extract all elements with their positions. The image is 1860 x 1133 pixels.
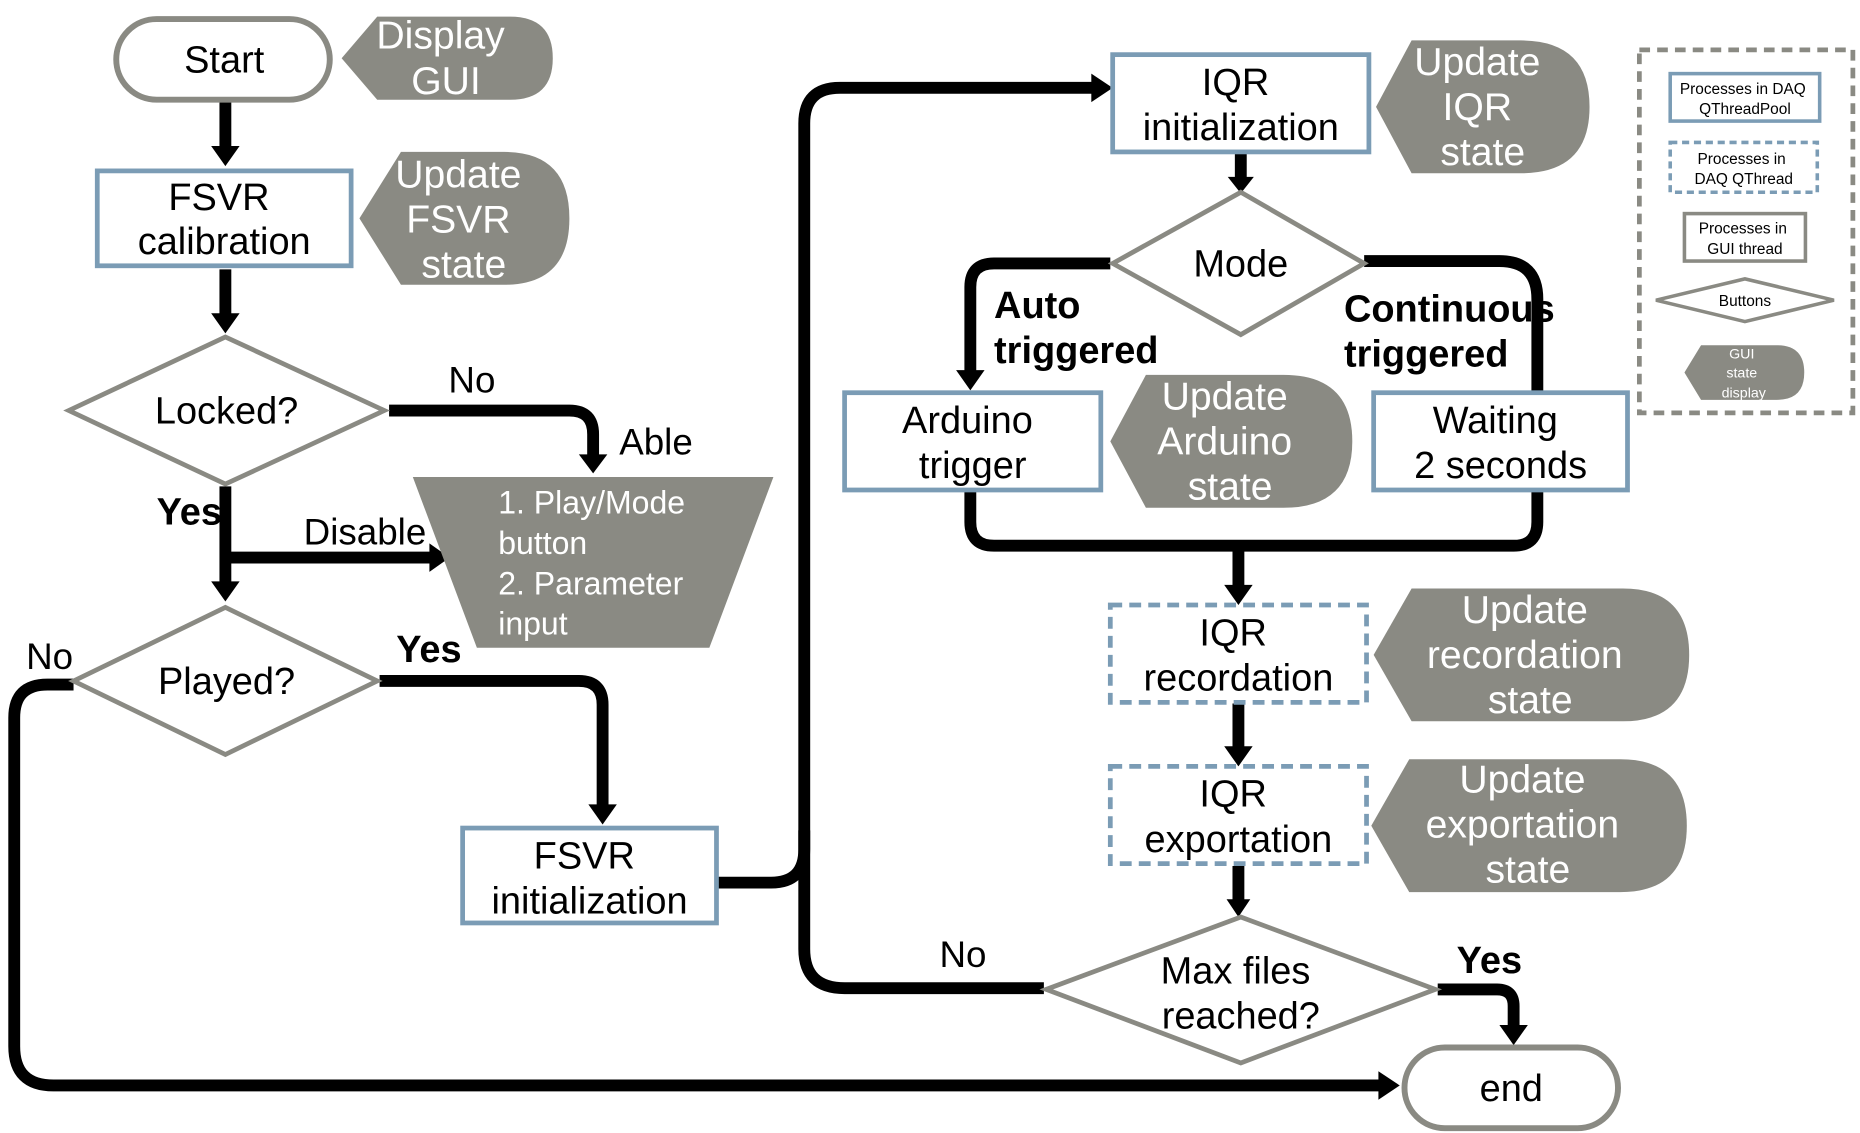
arduino-trigger-box: Arduino trigger — [842, 390, 1104, 493]
arrow-locked-no — [389, 404, 600, 457]
played-decision: Played? — [68, 604, 383, 758]
legend-daq-threadpool-text: Processes in DAQ QThreadPool — [1680, 81, 1810, 118]
mode-label: Mode — [1193, 243, 1288, 285]
flow-lines — [8, 73, 1544, 1100]
display-gui-shape: Display GUI — [341, 15, 553, 103]
update-iqr-state-text: Update IQR state — [1414, 41, 1551, 174]
start-label: Start — [184, 39, 265, 81]
iqr-recordation-text: IQR recordation — [1144, 612, 1334, 699]
fsvr-calibration-text: FSVR calibration — [138, 177, 311, 263]
max-files-text: Max files reached? — [1161, 950, 1321, 1037]
iqr-initialization-box: IQR initialization — [1110, 52, 1372, 155]
arrow-max-yes-to-end — [1437, 983, 1520, 1028]
locked-no-label: No — [448, 360, 495, 401]
fsvr-calibration-box: FSVR calibration — [94, 168, 354, 269]
update-arduino-state-shape: Update Arduino state — [1110, 374, 1353, 508]
disable-label: Disable — [304, 512, 427, 553]
legend-daq-qthread-text: Processes in DAQ QThread — [1695, 151, 1793, 188]
arrowhead — [1224, 746, 1253, 767]
arrowhead — [1227, 176, 1254, 194]
locked-yes-label: Yes — [157, 491, 222, 533]
iqr-exportation-text: IQR exportation — [1145, 774, 1333, 861]
iqr-exportation-box: IQR exportation — [1107, 764, 1369, 867]
end-terminal: end — [1401, 1044, 1621, 1132]
arrowhead — [1378, 1071, 1400, 1100]
played-label: Played? — [158, 661, 295, 703]
arrowhead — [211, 313, 240, 334]
auto-triggered-label: Auto triggered — [994, 285, 1158, 372]
fsvr-initialization-text: FSVR initialization — [491, 835, 687, 922]
iqr-initialization-text: IQR initialization — [1143, 62, 1339, 149]
legend-daq-qthread: Processes in DAQ QThread — [1668, 140, 1820, 195]
arrowhead — [1091, 73, 1113, 103]
update-recordation-state-text: Update recordation state — [1427, 589, 1634, 722]
arduino-trigger-text: Arduino trigger — [902, 400, 1043, 487]
continuous-triggered-label: Continuous triggered — [1344, 289, 1565, 376]
legend-buttons: Buttons — [1655, 277, 1835, 324]
legend-gui-state-display: GUI state display — [1684, 345, 1805, 401]
arrowhead — [1224, 584, 1253, 606]
update-fsvr-state-text: Update FSVR state — [395, 154, 532, 287]
update-iqr-state-shape: Update IQR state — [1376, 40, 1590, 174]
arrow-mode-auto — [964, 257, 1111, 373]
max-no-label: No — [939, 934, 986, 975]
arrowhead — [578, 454, 608, 474]
update-recordation-state-shape: Update recordation state — [1373, 588, 1690, 722]
max-files-decision: Max files reached? — [1039, 914, 1443, 1066]
waiting-box: Waiting 2 seconds — [1371, 390, 1630, 493]
mode-decision: Mode — [1107, 189, 1369, 338]
legend-gui-thread: Processes in GUI thread — [1682, 211, 1808, 263]
waiting-text: Waiting 2 seconds — [1414, 400, 1587, 487]
arrowhead — [429, 543, 450, 572]
end-label: end — [1480, 1068, 1543, 1110]
locked-label: Locked? — [155, 391, 298, 433]
update-arduino-state-text: Update Arduino state — [1157, 375, 1303, 508]
legend-daq-threadpool: Processes in DAQ QThreadPool — [1668, 71, 1822, 123]
arrow-max-no-loop — [798, 830, 1044, 995]
update-exportation-state-shape: Update exportation state — [1371, 758, 1687, 893]
iqr-recordation-box: IQR recordation — [1107, 602, 1369, 705]
start-terminal: Start — [113, 16, 333, 103]
legend-buttons-text: Buttons — [1719, 293, 1772, 310]
disable-items-shape: 1. Play/Mode button 2. Parameter input — [412, 476, 774, 648]
arrowhead — [1499, 1024, 1528, 1046]
edge-labels: No Able Yes Disable No Yes Auto triggere… — [26, 285, 1565, 982]
legend-gui-thread-text: Processes in GUI thread — [1699, 221, 1791, 258]
legend: Processes in DAQ QThreadPool Processes i… — [1636, 47, 1856, 416]
legend-gui-state-display-text: GUI state display — [1722, 346, 1767, 401]
played-no-label: No — [26, 636, 73, 677]
arrow-fsvr-init-to-iqr-init — [716, 81, 1094, 889]
locked-decision: Locked? — [63, 334, 390, 487]
display-gui-text: Display GUI — [376, 15, 515, 103]
arrowhead — [1226, 899, 1251, 918]
max-yes-label: Yes — [1457, 940, 1522, 982]
arrow-played-no-to-end — [8, 678, 1381, 1092]
disable-items-text: 1. Play/Mode button 2. Parameter input — [498, 485, 694, 642]
arrowhead — [211, 145, 240, 167]
arrowhead — [956, 370, 985, 391]
arrowhead — [588, 804, 617, 825]
update-fsvr-state-shape: Update FSVR state — [359, 151, 570, 287]
arrow-played-yes — [379, 675, 609, 807]
arrow-merge — [964, 489, 1544, 552]
update-exportation-state-text: Update exportation state — [1426, 758, 1630, 891]
played-yes-label: Yes — [396, 629, 461, 671]
able-label: Able — [619, 421, 693, 462]
arrow-mode-continuous — [1364, 255, 1544, 392]
fsvr-initialization-box: FSVR initialization — [460, 825, 719, 926]
arrowhead — [211, 581, 240, 602]
